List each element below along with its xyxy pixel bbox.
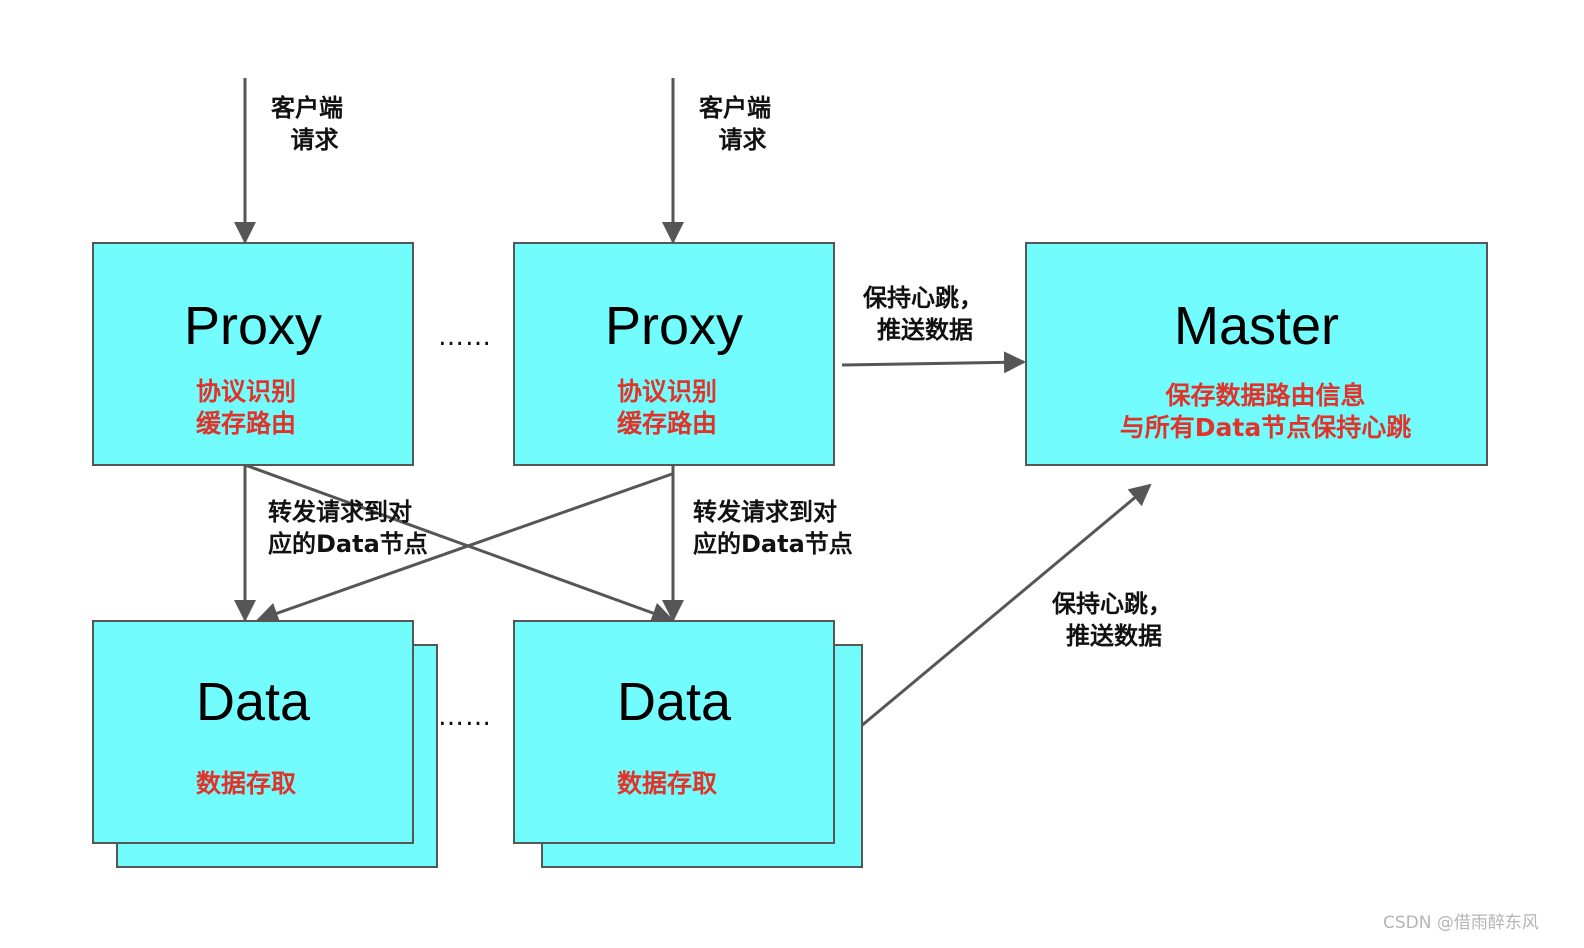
proxy-box-left: Proxy 协议识别 缓存路由 [92, 242, 414, 466]
forward-label-line1: 转发请求到对 [693, 498, 837, 526]
heartbeat-label-proxy: 保持心跳， 推送数据 [863, 282, 983, 346]
client-request-label-left: 客户端 请求 [271, 92, 343, 156]
data-box-right: Data 数据存取 [513, 620, 835, 844]
proxy-title: Proxy [604, 296, 744, 356]
client-request-line2: 请求 [718, 126, 767, 154]
master-sub-line1: 保存数据路由信息 [1165, 381, 1366, 410]
data-box-left: Data 数据存取 [92, 620, 414, 844]
master-sub-line2: 与所有Data节点保持心跳 [1119, 413, 1412, 442]
proxy-box-right: Proxy 协议识别 缓存路由 [513, 242, 835, 466]
data-to-master-arrow [841, 483, 1152, 744]
forward-label-line1: 转发请求到对 [268, 498, 412, 526]
proxy-sub-line1: 协议识别 [195, 377, 296, 406]
data-title: Data [616, 672, 732, 732]
proxy-sub-line2: 缓存路由 [616, 409, 717, 438]
proxy-title: Proxy [183, 296, 323, 356]
forward-label-right: 转发请求到对 应的Data节点 [693, 496, 853, 560]
client-request-line2: 请求 [290, 126, 339, 154]
proxy-right-to-data-left-arrow [256, 472, 673, 624]
data-sub-line1: 数据存取 [616, 769, 717, 798]
client-request-line1: 客户端 [271, 94, 343, 122]
data-sub-line1: 数据存取 [195, 769, 296, 798]
proxy-to-master-arrow [841, 351, 1026, 374]
proxy-ellipsis: …… [438, 322, 492, 352]
watermark: CSDN @借雨醉东风 [1383, 913, 1539, 933]
heartbeat-label-line1: 保持心跳， [863, 284, 983, 312]
proxy-sub-line2: 缓存路由 [195, 409, 296, 438]
heartbeat-label-line1: 保持心跳， [1052, 590, 1172, 618]
heartbeat-label-line2: 推送数据 [877, 316, 973, 344]
proxy-left-to-data-right-arrow [244, 463, 674, 624]
data-ellipsis: …… [438, 702, 492, 732]
client-request-line1: 客户端 [699, 94, 771, 122]
forward-label-line2: 应的Data节点 [268, 530, 428, 558]
data-title: Data [195, 672, 311, 732]
proxy-sub-line1: 协议识别 [616, 377, 717, 406]
forward-label-line2: 应的Data节点 [693, 530, 853, 558]
master-box: Master 保存数据路由信息 与所有Data节点保持心跳 [1025, 242, 1488, 466]
client-request-label-right: 客户端 请求 [699, 92, 771, 156]
forward-label-left: 转发请求到对 应的Data节点 [268, 496, 428, 560]
master-title: Master [1173, 296, 1340, 356]
heartbeat-label-data: 保持心跳， 推送数据 [1052, 588, 1172, 652]
heartbeat-label-line2: 推送数据 [1066, 622, 1162, 650]
